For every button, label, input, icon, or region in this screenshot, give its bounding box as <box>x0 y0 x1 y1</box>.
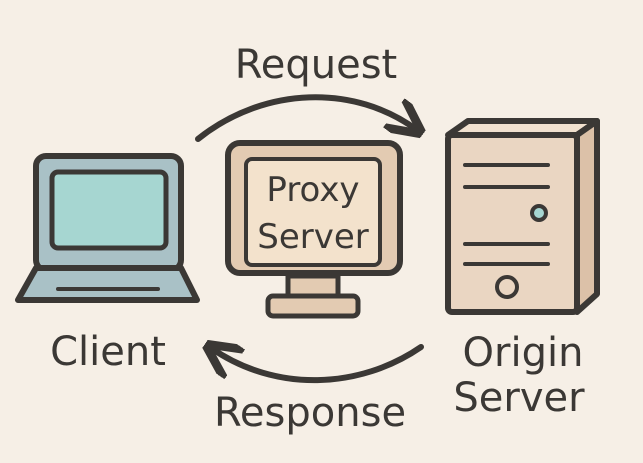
request-label: Request <box>235 42 397 88</box>
monitor-icon <box>225 140 403 319</box>
response-arrow <box>211 347 424 384</box>
laptop-icon <box>15 153 200 303</box>
proxy-label-line2: Server <box>257 217 369 257</box>
request-arrow <box>195 94 417 142</box>
client-label: Client <box>50 329 166 375</box>
proxy-label-line1: Proxy <box>266 170 359 210</box>
origin-label-line2: Server <box>453 375 585 421</box>
response-label: Response <box>214 390 406 436</box>
server-icon <box>445 118 600 315</box>
origin-label-line1: Origin <box>463 330 584 376</box>
